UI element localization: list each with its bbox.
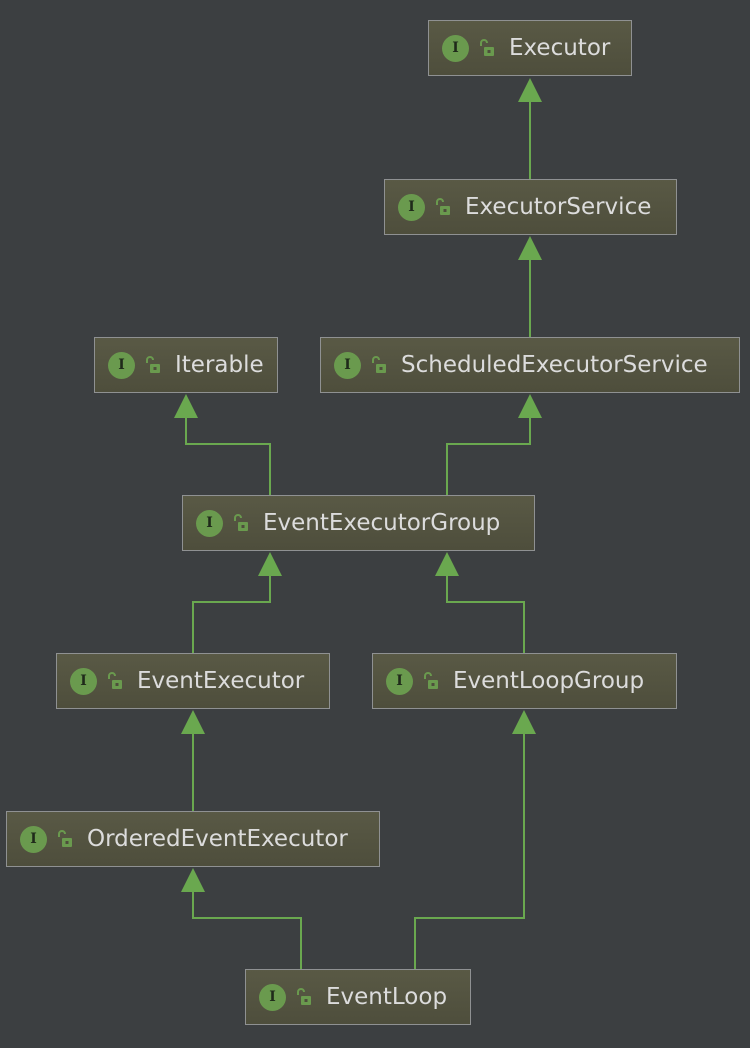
inheritance-edge [192, 574, 271, 653]
node-label: EventLoop [326, 984, 448, 1010]
node-label: EventLoopGroup [453, 668, 645, 694]
open-lock-icon [424, 672, 438, 689]
node-label: Executor [509, 35, 611, 61]
inheritance-arrowhead [518, 236, 542, 260]
node-ordered-event-executor[interactable]: I OrderedEventExecutor [6, 811, 380, 867]
node-event-executor[interactable]: I EventExecutor [56, 653, 330, 709]
open-lock-icon [297, 988, 311, 1005]
node-executor[interactable]: I Executor [428, 20, 632, 76]
inheritance-edge [192, 890, 302, 969]
interface-icon: I [442, 34, 469, 62]
inheritance-arrowhead [518, 78, 542, 102]
interface-icon: I [259, 983, 286, 1011]
inheritance-arrowhead [181, 868, 205, 892]
inheritance-edge [446, 574, 525, 653]
open-lock-icon [436, 198, 450, 215]
node-label: EventExecutor [137, 668, 305, 694]
node-iterable[interactable]: I Iterable [94, 337, 278, 393]
open-lock-icon [480, 39, 494, 56]
inheritance-arrowhead [174, 394, 198, 418]
inheritance-arrowhead [518, 394, 542, 418]
node-label: Iterable [175, 352, 264, 378]
node-label: ScheduledExecutorService [401, 352, 708, 378]
inheritance-arrowhead [181, 710, 205, 734]
interface-icon: I [20, 825, 47, 853]
inheritance-edge [414, 732, 525, 969]
node-scheduled-executor-service[interactable]: I ScheduledExecutorService [320, 337, 740, 393]
interface-icon: I [398, 193, 425, 221]
inheritance-arrowhead [258, 552, 282, 576]
node-executor-service[interactable]: I ExecutorService [384, 179, 677, 235]
interface-icon: I [70, 667, 97, 695]
interface-icon: I [334, 351, 361, 379]
node-label: OrderedEventExecutor [87, 826, 348, 852]
inheritance-edge [185, 416, 271, 495]
interface-icon: I [196, 509, 223, 537]
node-label: ExecutorService [465, 194, 652, 220]
open-lock-icon [58, 830, 72, 847]
open-lock-icon [234, 514, 248, 531]
interface-icon: I [108, 351, 135, 379]
node-event-loop-group[interactable]: I EventLoopGroup [372, 653, 677, 709]
node-label: EventExecutorGroup [263, 510, 501, 536]
open-lock-icon [146, 356, 160, 373]
open-lock-icon [108, 672, 122, 689]
node-event-loop[interactable]: I EventLoop [245, 969, 471, 1025]
inheritance-arrowhead [512, 710, 536, 734]
node-event-executor-group[interactable]: I EventExecutorGroup [182, 495, 535, 551]
interface-icon: I [386, 667, 413, 695]
open-lock-icon [372, 356, 386, 373]
inheritance-edge [446, 416, 531, 495]
inheritance-arrowhead [435, 552, 459, 576]
